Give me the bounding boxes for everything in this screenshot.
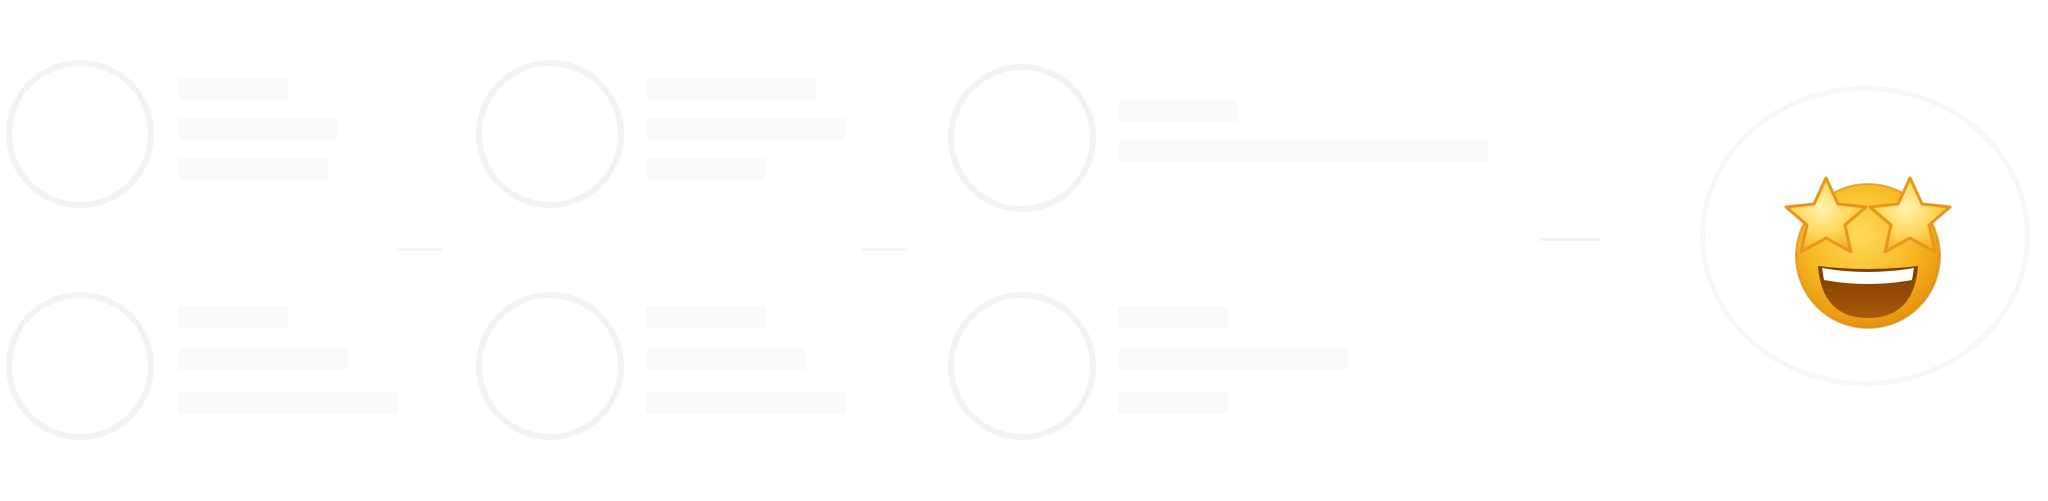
faint-text-line <box>178 306 288 328</box>
faint-text-line <box>646 118 846 140</box>
faint-badge-ring-3 <box>948 64 1096 212</box>
faint-text-line <box>646 306 766 328</box>
faint-connector <box>1540 238 1600 241</box>
faint-badge-ring-4 <box>6 292 154 440</box>
faint-text-line <box>646 78 816 100</box>
faint-text-line <box>178 78 288 100</box>
faint-badge-ring-1 <box>6 60 154 208</box>
faint-badge-ring-2 <box>476 60 624 208</box>
faint-text-line <box>1118 140 1488 162</box>
faint-text-line <box>178 392 398 414</box>
faint-text-line <box>178 348 348 370</box>
faint-text-line <box>646 348 806 370</box>
faint-text-line <box>1118 348 1348 370</box>
faint-connector <box>862 248 908 251</box>
faint-text-line <box>178 118 338 140</box>
faint-connector <box>396 248 442 251</box>
faint-text-line <box>646 158 766 180</box>
faint-text-line <box>1118 100 1238 122</box>
faint-badge-ring-5 <box>476 292 624 440</box>
faint-text-line <box>1118 306 1228 328</box>
faint-badge-ring-6 <box>948 292 1096 440</box>
faint-text-line <box>178 158 328 180</box>
faint-text-line <box>1118 392 1228 414</box>
star-struck-face-icon <box>1784 172 1952 332</box>
faint-large-ring <box>1700 86 2030 386</box>
faint-text-line <box>646 392 846 414</box>
